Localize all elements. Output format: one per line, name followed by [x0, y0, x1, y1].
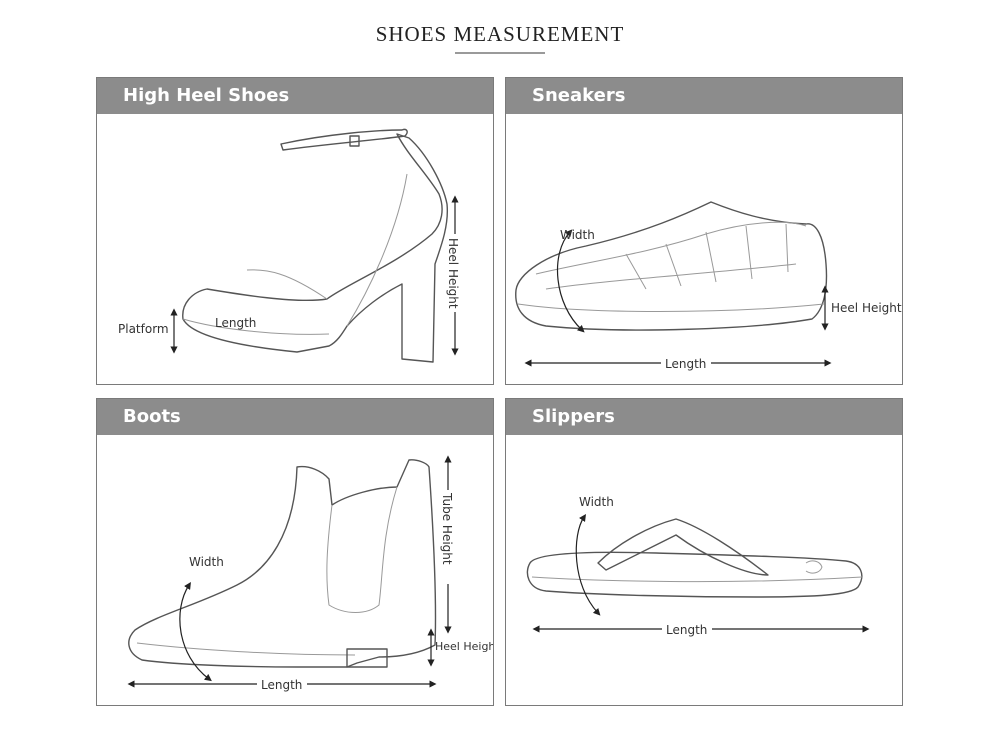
length-label: Length — [665, 357, 706, 371]
card-high-heel-shoes: High Heel Shoes Heel Height Platform Len… — [96, 77, 494, 385]
card-sneakers: Sneakers Width Heel Height Length — [505, 77, 903, 385]
boot-illustration: Width Tube Height Heel Height Length — [127, 455, 493, 692]
welt-line — [136, 642, 356, 656]
pattern-grid — [625, 223, 789, 290]
width-arrow — [557, 229, 585, 333]
toe-line — [246, 269, 328, 300]
ankle-strap — [280, 128, 408, 151]
card-boots: Boots Width Tube Height Heel Height Leng… — [96, 398, 494, 706]
width-label: Width — [560, 228, 595, 242]
card-title: High Heel Shoes — [97, 78, 493, 114]
pattern-line-2 — [545, 263, 797, 290]
boot-heel — [346, 648, 388, 668]
tube-height-label: Tube Height — [440, 492, 454, 565]
high-heel-illustration: Heel Height Platform Length — [118, 128, 463, 363]
heel-height-label: Heel Height — [831, 301, 902, 315]
elastic-panel — [326, 486, 398, 613]
counter-line — [346, 173, 408, 327]
platform-label: Platform — [118, 322, 169, 336]
slipper-illustration: Width Length — [526, 495, 870, 637]
thong-strap — [597, 518, 769, 576]
sneaker-illustration: Width Heel Height Length — [515, 201, 902, 371]
heel-height-label: Heel Height — [435, 640, 493, 653]
title-underline — [455, 52, 545, 54]
card-title: Slippers — [506, 399, 902, 435]
width-label: Width — [189, 555, 224, 569]
sole-edge — [531, 576, 863, 583]
page-title: SHOES MEASUREMENT — [375, 22, 625, 46]
logo-mark — [805, 560, 823, 574]
platform-line — [182, 318, 330, 335]
width-arrow — [179, 581, 212, 682]
card-slippers: Slippers Width Length — [505, 398, 903, 706]
length-label: Length — [261, 678, 302, 692]
sole-line — [517, 303, 825, 312]
sole — [526, 551, 863, 598]
card-title: Boots — [97, 399, 493, 435]
boot-body — [128, 459, 437, 668]
card-title: Sneakers — [506, 78, 902, 114]
sneaker-body — [515, 201, 828, 331]
width-arrow — [575, 514, 601, 616]
buckle — [349, 135, 360, 147]
length-label: Length — [215, 316, 256, 330]
width-label: Width — [579, 495, 614, 509]
length-label: Length — [666, 623, 707, 637]
heel-height-label: Heel Height — [446, 238, 460, 309]
